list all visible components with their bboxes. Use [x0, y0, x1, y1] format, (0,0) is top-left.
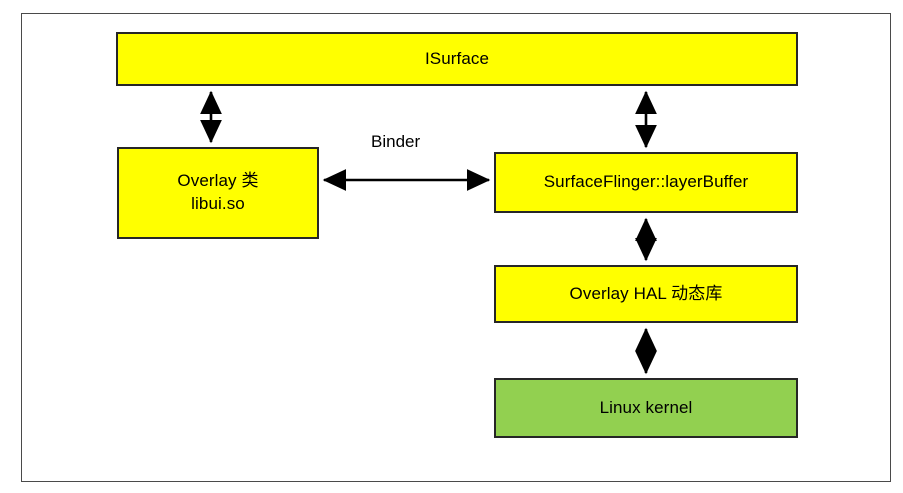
- node-overlay-hal-label: Overlay HAL 动态库: [569, 283, 723, 303]
- node-overlay-class[interactable]: Overlay 类 libui.so: [117, 147, 319, 239]
- node-overlay-class-label-line2: libui.so: [191, 194, 245, 213]
- node-surfaceflinger-layerbuffer-label: SurfaceFlinger::layerBuffer: [543, 172, 749, 192]
- node-overlay-hal[interactable]: Overlay HAL 动态库: [494, 265, 798, 323]
- node-overlay-class-label-line1: Overlay 类: [177, 171, 259, 191]
- edge-label-binder: Binder: [371, 132, 421, 151]
- node-isurface-label: ISurface: [424, 48, 490, 68]
- node-linux-kernel-label: Linux kernel: [599, 397, 693, 417]
- node-linux-kernel[interactable]: Linux kernel: [494, 378, 798, 438]
- node-isurface[interactable]: ISurface: [116, 32, 798, 86]
- node-surfaceflinger-layerbuffer[interactable]: SurfaceFlinger::layerBuffer: [494, 152, 798, 213]
